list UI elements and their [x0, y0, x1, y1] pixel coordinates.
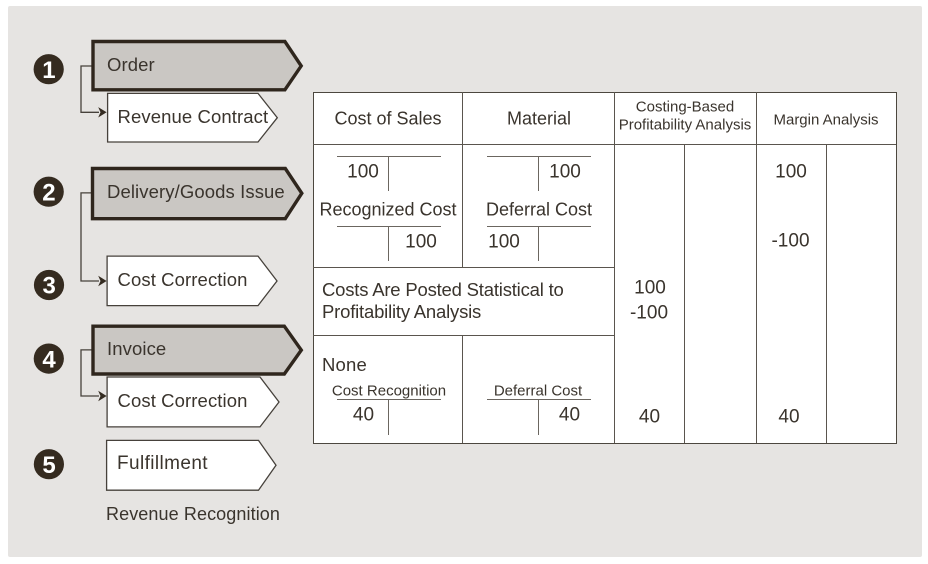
svg-text:5: 5 [42, 452, 55, 479]
svg-text:4: 4 [42, 346, 56, 373]
svg-text:1: 1 [42, 57, 55, 84]
svg-text:3: 3 [43, 273, 56, 300]
svg-text:2: 2 [42, 179, 55, 206]
